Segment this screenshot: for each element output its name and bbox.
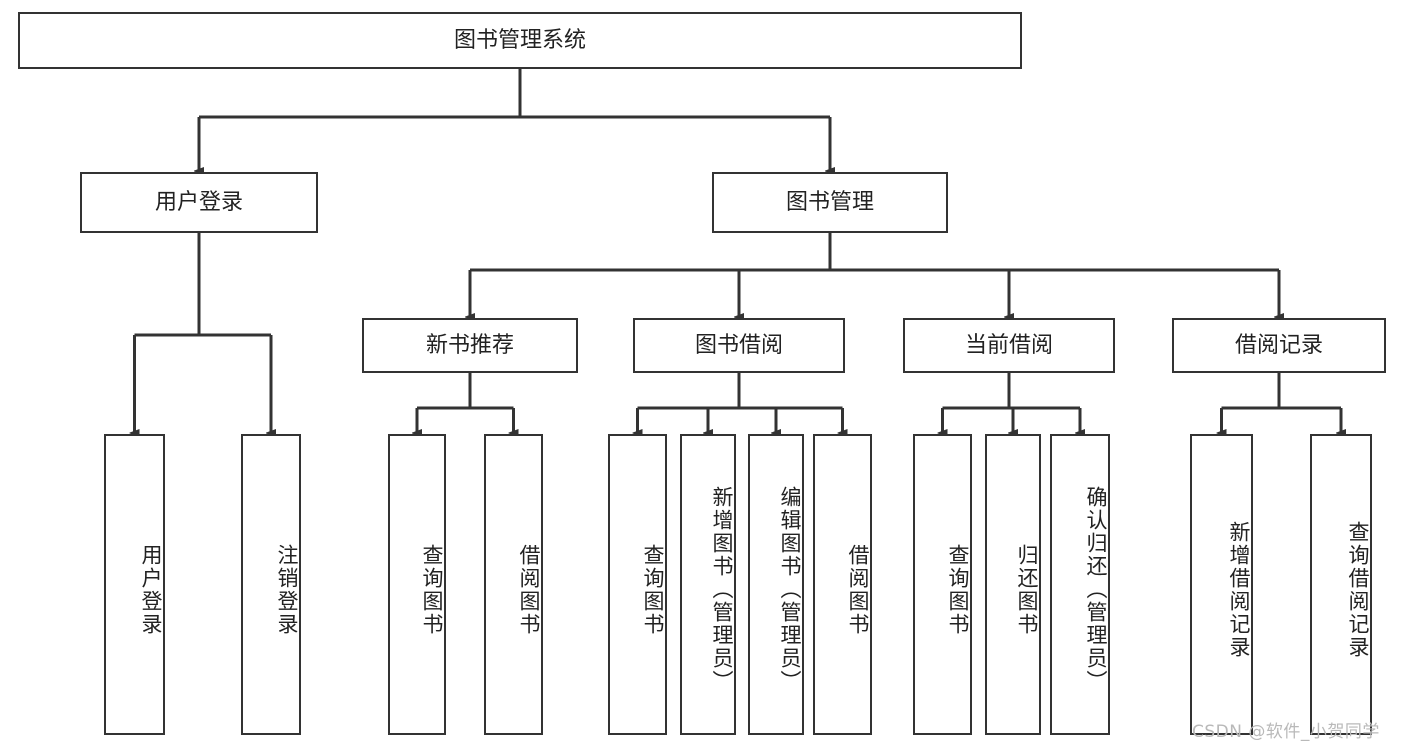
leaf-query-book-2[interactable]: 查询图书 [608, 434, 667, 735]
node-book-management-label: 图书管理 [785, 189, 874, 215]
node-current-borrow[interactable]: 当前借阅 [903, 318, 1115, 373]
leaf-add-book-label: 新增图书（管理员） [710, 486, 734, 693]
leaf-add-book[interactable]: 新增图书（管理员） [680, 434, 736, 735]
leaf-return-book[interactable]: 归还图书 [985, 434, 1041, 735]
leaf-add-borrow-record[interactable]: 新增借阅记录 [1190, 434, 1253, 735]
leaf-borrow-book-1[interactable]: 借阅图书 [484, 434, 543, 735]
leaf-borrow-book-2-label: 借阅图书 [846, 543, 870, 636]
leaf-query-borrow-record[interactable]: 查询借阅记录 [1310, 434, 1372, 735]
node-new-book-recommendation[interactable]: 新书推荐 [362, 318, 578, 373]
leaf-query-book-2-label: 查询图书 [641, 543, 665, 636]
leaf-add-borrow-record-label: 新增借阅记录 [1227, 520, 1251, 659]
leaf-confirm-return[interactable]: 确认归还（管理员） [1050, 434, 1110, 735]
leaf-borrow-book-1-label: 借阅图书 [517, 543, 541, 636]
leaf-confirm-return-label: 确认归还（管理员） [1084, 486, 1108, 693]
leaf-logout[interactable]: 注销登录 [241, 434, 301, 735]
leaf-edit-book[interactable]: 编辑图书（管理员） [748, 434, 804, 735]
node-new-book-recommendation-label: 新书推荐 [425, 332, 514, 358]
node-book-borrow[interactable]: 图书借阅 [633, 318, 845, 373]
leaf-query-book-1[interactable]: 查询图书 [388, 434, 446, 735]
node-book-borrow-label: 图书借阅 [694, 332, 783, 358]
leaf-logout-label: 注销登录 [275, 543, 299, 636]
node-current-borrow-label: 当前借阅 [964, 332, 1053, 358]
leaf-query-book-3[interactable]: 查询图书 [913, 434, 972, 735]
leaf-query-book-3-label: 查询图书 [946, 543, 970, 636]
leaf-user-login[interactable]: 用户登录 [104, 434, 165, 735]
node-user-login-label: 用户登录 [154, 189, 243, 215]
csdn-watermark: CSDN @软件_小贺同学 [1192, 722, 1380, 742]
node-root[interactable]: 图书管理系统 [18, 12, 1022, 69]
node-root-label: 图书管理系统 [453, 27, 586, 53]
node-book-management[interactable]: 图书管理 [712, 172, 948, 233]
leaf-edit-book-label: 编辑图书（管理员） [778, 486, 802, 693]
node-user-login[interactable]: 用户登录 [80, 172, 318, 233]
leaf-query-book-1-label: 查询图书 [420, 543, 444, 636]
leaf-user-login-label: 用户登录 [139, 543, 163, 636]
node-borrow-record-label: 借阅记录 [1234, 332, 1323, 358]
node-borrow-record[interactable]: 借阅记录 [1172, 318, 1386, 373]
leaf-return-book-label: 归还图书 [1015, 543, 1039, 636]
leaf-query-borrow-record-label: 查询借阅记录 [1346, 520, 1370, 659]
leaf-borrow-book-2[interactable]: 借阅图书 [813, 434, 872, 735]
